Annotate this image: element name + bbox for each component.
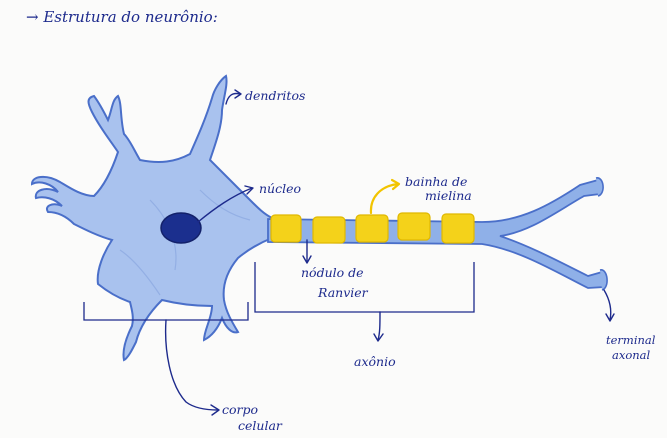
myelin-sheath [271, 213, 474, 243]
cell-body-shape [32, 76, 272, 360]
nucleus [161, 213, 201, 243]
label-nodulo-line2: Ranvier [317, 285, 369, 300]
cell-body [32, 76, 272, 360]
myelin-segment [356, 215, 388, 242]
axonio-arrow [378, 312, 380, 340]
dendritos-arrow [226, 93, 240, 104]
label-nucleo: núcleo [259, 181, 301, 196]
myelin-segment [271, 215, 301, 242]
myelin-segment [313, 217, 345, 243]
myelin-segment [398, 213, 430, 240]
label-terminal-line2: axonal [612, 348, 651, 362]
label-nodulo-line1: nódulo de [301, 265, 364, 280]
label-bainha-line1: bainha de [405, 174, 467, 189]
label-dendritos: dendritos [245, 88, 305, 103]
label-bainha-line2: mielina [425, 188, 472, 203]
myelin-segment [442, 214, 474, 243]
label-corpo-line1: corpo [222, 402, 258, 417]
label-terminal-line1: terminal [606, 333, 656, 347]
page-title: → Estrutura do neurônio: [26, 8, 218, 26]
label-axonio: axônio [354, 354, 396, 369]
label-corpo-line2: celular [238, 418, 283, 433]
